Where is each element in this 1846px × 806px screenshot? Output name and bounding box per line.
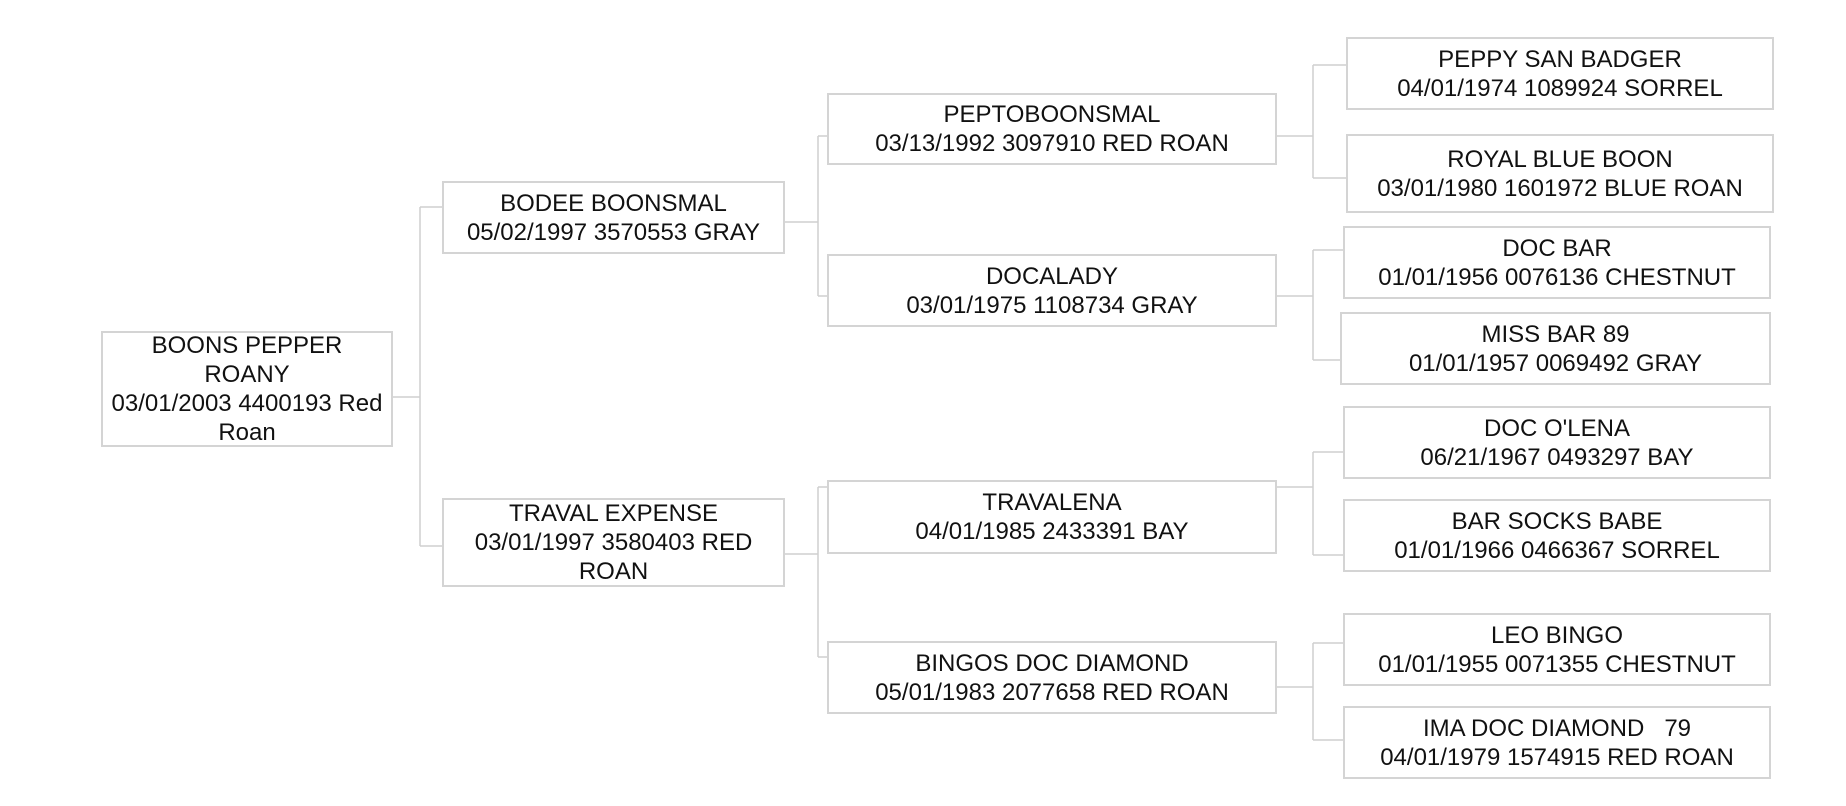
dam-dam-details: 05/01/1983 2077658 RED ROAN: [875, 678, 1229, 706]
subject-details-line1: 03/01/2003 4400193 Red: [111, 390, 383, 417]
ds-dam-details: 01/01/1966 0466367 SORREL: [1394, 536, 1720, 564]
dd-dam-node[interactable]: IMA DOC DIAMOND 79 04/01/1979 1574915 RE…: [1343, 706, 1771, 779]
ds-dam-name: BAR SOCKS BABE: [1451, 507, 1663, 535]
dd-sire-node[interactable]: LEO BINGO 01/01/1955 0071355 CHESTNUT: [1343, 613, 1771, 686]
ss-sire-name: PEPPY SAN BADGER: [1438, 45, 1682, 73]
sd-dam-details: 01/01/1957 0069492 GRAY: [1408, 349, 1703, 377]
sd-sire-details: 01/01/1956 0076136 CHESTNUT: [1378, 263, 1736, 291]
ss-dam-node[interactable]: ROYAL BLUE BOON 03/01/1980 1601972 BLUE …: [1346, 134, 1774, 213]
ss-sire-details: 04/01/1974 1089924 SORREL: [1397, 74, 1723, 102]
dam-details-line1: 03/01/1997 3580403 RED: [474, 529, 753, 556]
sire-dam-name: DOCALADY: [985, 262, 1119, 290]
subject-details-line2: Roan: [218, 419, 276, 446]
dd-dam-details: 04/01/1979 1574915 RED ROAN: [1380, 743, 1734, 771]
subject-name-line1: BOONS PEPPER: [151, 332, 343, 359]
ds-sire-details: 06/21/1967 0493297 BAY: [1420, 443, 1694, 471]
dd-sire-details: 01/01/1955 0071355 CHESTNUT: [1378, 650, 1736, 678]
dam-sire-node[interactable]: TRAVALENA 04/01/1985 2433391 BAY: [827, 480, 1277, 554]
ds-dam-node[interactable]: BAR SOCKS BABE 01/01/1966 0466367 SORREL: [1343, 499, 1771, 572]
sd-dam-node[interactable]: MISS BAR 89 01/01/1957 0069492 GRAY: [1340, 312, 1771, 385]
dam-dam-node[interactable]: BINGOS DOC DIAMOND 05/01/1983 2077658 RE…: [827, 641, 1277, 714]
dam-details-line2: ROAN: [578, 558, 649, 585]
ss-dam-details: 03/01/1980 1601972 BLUE ROAN: [1377, 174, 1743, 202]
dd-sire-name: LEO BINGO: [1490, 621, 1624, 649]
dam-node[interactable]: TRAVAL EXPENSE 03/01/1997 3580403 RED RO…: [442, 498, 785, 587]
ss-sire-node[interactable]: PEPPY SAN BADGER 04/01/1974 1089924 SORR…: [1346, 37, 1774, 110]
dam-sire-details: 04/01/1985 2433391 BAY: [915, 518, 1189, 545]
dam-sire-name: TRAVALENA: [982, 489, 1122, 516]
sire-dam-node[interactable]: DOCALADY 03/01/1975 1108734 GRAY: [827, 254, 1277, 327]
ds-sire-node[interactable]: DOC O'LENA 06/21/1967 0493297 BAY: [1343, 406, 1771, 479]
ss-dam-name: ROYAL BLUE BOON: [1447, 145, 1673, 173]
dam-name: TRAVAL EXPENSE: [509, 500, 718, 527]
sire-node[interactable]: BODEE BOONSMAL 05/02/1997 3570553 GRAY: [442, 181, 785, 254]
sd-sire-node[interactable]: DOC BAR 01/01/1956 0076136 CHESTNUT: [1343, 226, 1771, 299]
sire-sire-details: 03/13/1992 3097910 RED ROAN: [875, 130, 1229, 157]
sire-details: 05/02/1997 3570553 GRAY: [466, 218, 761, 246]
dd-dam-name: IMA DOC DIAMOND 79: [1422, 714, 1692, 742]
sd-sire-name: DOC BAR: [1502, 234, 1612, 262]
subject-name-line2: ROANY: [204, 361, 290, 388]
subject-horse-node[interactable]: BOONS PEPPER ROANY 03/01/2003 4400193 Re…: [101, 331, 393, 447]
sd-dam-name: MISS BAR 89: [1481, 320, 1630, 348]
sire-dam-details: 03/01/1975 1108734 GRAY: [906, 291, 1198, 319]
dam-dam-name: BINGOS DOC DIAMOND: [915, 649, 1189, 677]
sire-sire-node[interactable]: PEPTOBOONSMAL 03/13/1992 3097910 RED ROA…: [827, 93, 1277, 165]
sire-name: BODEE BOONSMAL: [500, 189, 727, 217]
sire-sire-name: PEPTOBOONSMAL: [943, 101, 1161, 128]
ds-sire-name: DOC O'LENA: [1484, 414, 1630, 442]
